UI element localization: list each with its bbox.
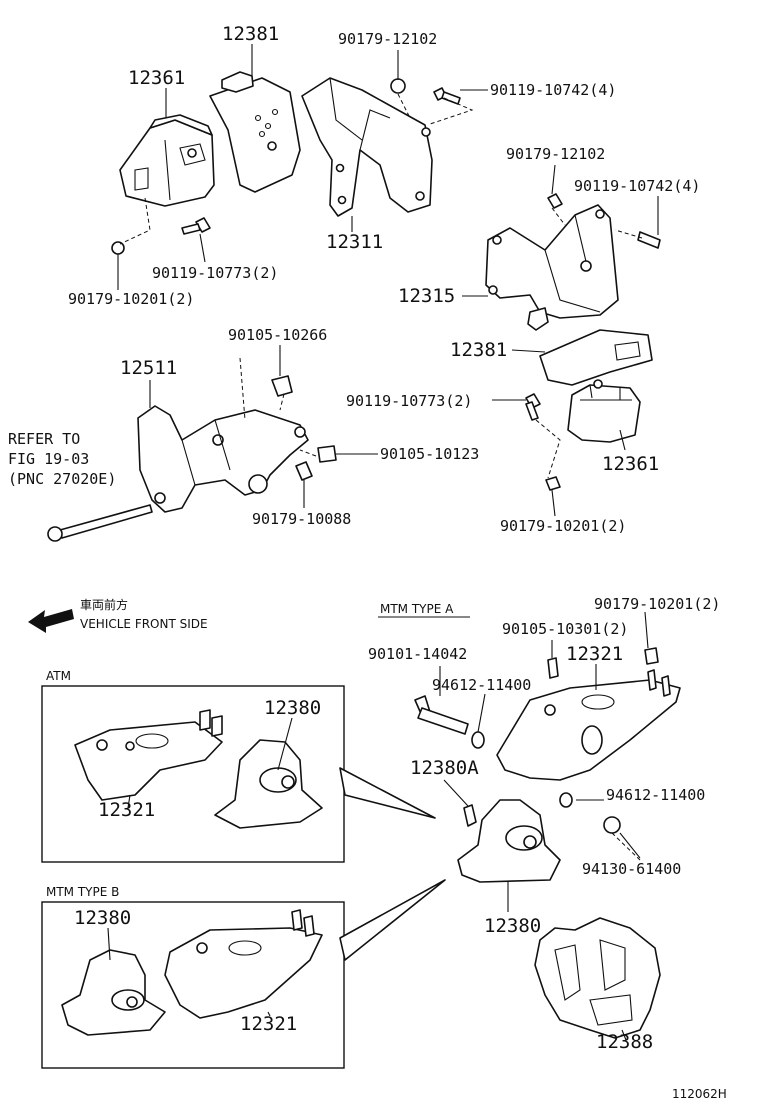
label-refer-1: REFER TO bbox=[8, 430, 80, 448]
label-90105-10266: 90105-10266 bbox=[228, 326, 327, 344]
label-90119-10742-right: 90119-10742(4) bbox=[574, 177, 700, 195]
mtm-type-b-box bbox=[41, 901, 345, 1069]
label-12361-left: 12361 bbox=[128, 67, 185, 89]
label-12311: 12311 bbox=[326, 231, 383, 253]
label-90105-10301: 90105-10301(2) bbox=[502, 620, 628, 638]
mount-12361-right bbox=[567, 379, 641, 443]
label-atm: ATM bbox=[46, 669, 71, 683]
label-mtm-type-a: MTM TYPE A bbox=[380, 602, 454, 616]
label-12380-mtm-b: 12380 bbox=[74, 907, 131, 929]
label-90179-10088: 90179-10088 bbox=[252, 510, 351, 528]
label-90119-10742-top: 90119-10742(4) bbox=[490, 81, 616, 99]
label-90119-10773-right: 90119-10773(2) bbox=[346, 392, 472, 410]
bracket-12315 bbox=[485, 204, 619, 331]
label-12511: 12511 bbox=[120, 357, 177, 379]
label-12381-lower: 12381 bbox=[450, 339, 507, 361]
atm-box bbox=[41, 685, 345, 863]
label-90101-14042: 90101-14042 bbox=[368, 645, 467, 663]
label-12321-atm: 12321 bbox=[98, 799, 155, 821]
bolts-middle-left bbox=[271, 375, 337, 481]
front-arrow-icon bbox=[28, 609, 74, 633]
mount-12361-left bbox=[119, 114, 215, 207]
mount-12381-lower bbox=[539, 329, 653, 386]
mount-12381-upper bbox=[209, 71, 301, 193]
label-12380A: 12380A bbox=[410, 757, 479, 779]
label-refer-3: (PNC 27020E) bbox=[8, 470, 116, 488]
label-94612-11400-lower: 94612-11400 bbox=[606, 786, 705, 804]
label-94612-11400-upper: 94612-11400 bbox=[432, 676, 531, 694]
label-12315: 12315 bbox=[398, 285, 455, 307]
cover-12388 bbox=[534, 917, 661, 1039]
bracket-12511 bbox=[47, 405, 309, 542]
diagram-code: 112062H bbox=[672, 1087, 727, 1101]
label-90179-10201-left: 90179-10201(2) bbox=[68, 290, 194, 308]
label-refer-2: FIG 19-03 bbox=[8, 450, 89, 468]
label-90119-10773-left: 90119-10773(2) bbox=[152, 264, 278, 282]
label-12321-mtm-a: 12321 bbox=[566, 643, 623, 665]
label-12321-mtm-b: 12321 bbox=[240, 1013, 297, 1035]
label-12361-right: 12361 bbox=[602, 453, 659, 475]
label-90105-10123: 90105-10123 bbox=[380, 445, 479, 463]
label-12380-atm: 12380 bbox=[264, 697, 321, 719]
label-90179-10201-mtm: 90179-10201(2) bbox=[594, 595, 720, 613]
label-front-en: VEHICLE FRONT SIDE bbox=[80, 617, 208, 631]
label-front-jp: 車両前方 bbox=[80, 597, 128, 612]
label-12388: 12388 bbox=[596, 1031, 653, 1053]
mtm-type-a-parts bbox=[414, 647, 681, 883]
label-12381-upper: 12381 bbox=[222, 23, 279, 45]
bolts-top-right bbox=[525, 193, 661, 491]
label-90179-12102-right: 90179-12102 bbox=[506, 145, 605, 163]
label-90179-10201-right: 90179-10201(2) bbox=[500, 517, 626, 535]
label-mtm-type-b: MTM TYPE B bbox=[46, 885, 119, 899]
label-90179-12102-top: 90179-12102 bbox=[338, 30, 437, 48]
bracket-12311 bbox=[301, 77, 433, 217]
label-94130-61400: 94130-61400 bbox=[582, 860, 681, 878]
leader-lines bbox=[107, 44, 659, 1041]
label-12380-mtm-a: 12380 bbox=[484, 915, 541, 937]
